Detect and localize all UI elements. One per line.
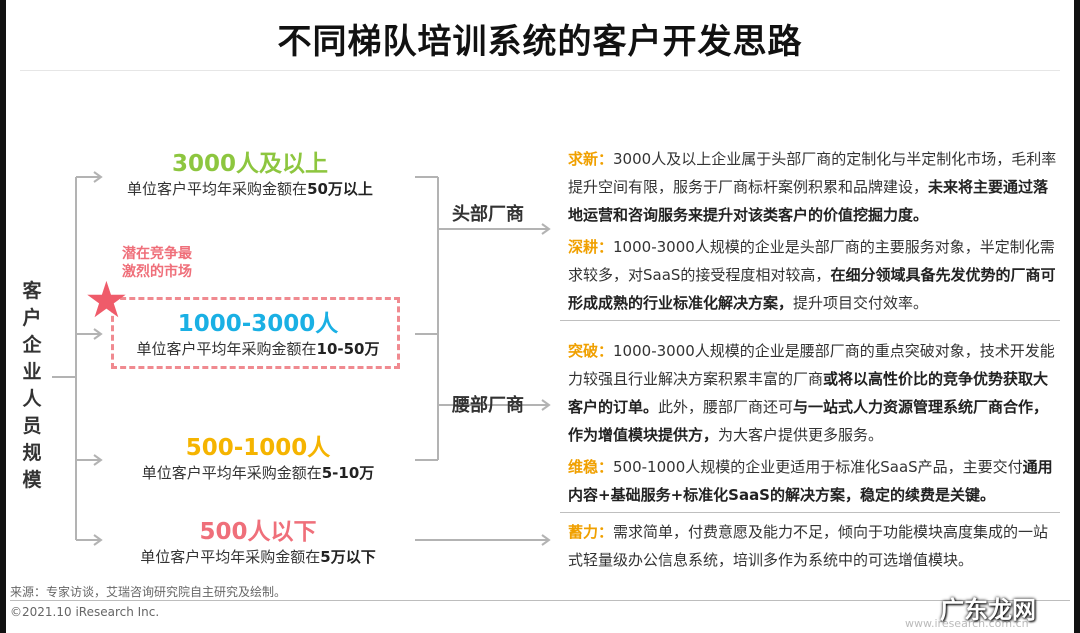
emphasis-text: 或将以高性价比的竞争优势获取大客户的订单。: [568, 370, 1049, 416]
website-watermark: www.iresearch.com.cn: [905, 617, 1029, 630]
strategy-paragraph-stabilize: 维稳：500-1000人规模的企业更适用于标准化SaaS产品，主要交付通用内容+…: [568, 453, 1060, 509]
strategy-keyword: 突破：: [568, 342, 614, 360]
tier-subtitle: 单位客户平均年采购金额在5-10万: [141, 464, 375, 482]
section-divider: [560, 512, 1060, 513]
body-text: 此外，腰部厂商还可: [658, 398, 794, 416]
tier-heading: 1000-3000人: [177, 311, 339, 337]
tier-under-500: 500人以下 单位客户平均年采购金额在5万以下: [108, 518, 408, 567]
source-note: 来源：专家访谈，艾瑞咨询研究院自主研究及绘制。: [10, 585, 287, 599]
body-text: 1000-3000人规模的企业是头部厂商的主要服务对象，半定制化需求较多，对Sa…: [568, 238, 1055, 284]
vendor-label-head: 头部厂商: [452, 204, 524, 225]
body-text: 提升项目交付效率。: [793, 294, 929, 312]
hot-market-label: 潜在竞争最 激烈的市场: [122, 246, 192, 280]
emphasis-text: 通用内容+基础服务+标准化SaaS的解决方案，稳定的续费是关键。: [568, 458, 1053, 504]
body-text: 3000人及以上企业属于头部厂商的定制化与半定制化市场，毛利率提升空间有限，服务…: [568, 150, 1057, 196]
strategy-keyword: 深耕：: [568, 238, 614, 256]
strategy-keyword: 求新：: [568, 150, 614, 168]
axis-label-company-size: 客户企业人员规模: [22, 280, 42, 491]
strategy-keyword: 维稳：: [568, 458, 614, 476]
tier-heading: 500-1000人: [185, 435, 331, 461]
body-text: 为大客户提供更多服务。: [718, 426, 884, 444]
emphasis-text: 在细分领域具备先发优势的厂商可形成成熟的行业标准化解决方案，: [568, 266, 1056, 312]
page-title: 不同梯队培训系统的客户开发思路: [277, 22, 803, 62]
tier-1000-3000: 1000-3000人 单位客户平均年采购金额在10-50万: [108, 310, 408, 359]
strategy-paragraph-breakthrough: 突破：1000-3000人规模的企业是腰部厂商的重点突破对象，技术开发能力较强且…: [568, 337, 1060, 449]
hot-market-box: [111, 297, 400, 369]
body-text: 需求简单，付费意愿及能力不足，倾向于功能模块高度集成的一站式轻量级办公信息系统，…: [568, 523, 1049, 569]
tier-heading: 500人以下: [199, 519, 317, 545]
star-icon: ★: [84, 271, 129, 329]
vendor-label-waist: 腰部厂商: [452, 395, 524, 416]
frame-left-edge: [0, 0, 6, 633]
tier-subtitle: 单位客户平均年采购金额在50万以上: [127, 180, 373, 198]
tier-subtitle: 单位客户平均年采购金额在10-50万: [136, 340, 380, 358]
strategy-paragraph-deepen: 深耕：1000-3000人规模的企业是头部厂商的主要服务对象，半定制化需求较多，…: [568, 233, 1060, 317]
section-divider: [560, 320, 1060, 321]
strategy-keyword: 蓄力：: [568, 523, 614, 541]
tier-500-1000: 500-1000人 单位客户平均年采购金额在5-10万: [108, 434, 408, 483]
watermark: 广东龙网: [940, 596, 1036, 624]
tier-subtitle: 单位客户平均年采购金额在5万以下: [140, 548, 376, 566]
tier-3000-plus: 3000人及以上 单位客户平均年采购金额在50万以上: [100, 150, 400, 199]
body-text: 500-1000人规模的企业更适用于标准化SaaS产品，主要交付: [613, 458, 1023, 476]
emphasis-text: 与一站式人力资源管理系统厂商合作，作为增值模块提供方，: [568, 398, 1049, 444]
copyright: ©2021.10 iResearch Inc.: [10, 605, 160, 619]
body-text: 1000-3000人规模的企业是腰部厂商的重点突破对象，技术开发能力较强且行业解…: [568, 342, 1055, 388]
strategy-paragraph-accumulate: 蓄力：需求简单，付费意愿及能力不足，倾向于功能模块高度集成的一站式轻量级办公信息…: [568, 518, 1060, 574]
strategy-paragraph-innovate: 求新：3000人及以上企业属于头部厂商的定制化与半定制化市场，毛利率提升空间有限…: [568, 145, 1060, 229]
title-divider: [20, 70, 1060, 71]
tier-heading: 3000人及以上: [171, 151, 328, 177]
footer-divider: [10, 600, 1070, 601]
frame-right-edge: [1074, 0, 1080, 633]
emphasis-text: 未来将主要通过落地运营和咨询服务来提升对该类客户的价值挖掘力度。: [568, 178, 1049, 224]
